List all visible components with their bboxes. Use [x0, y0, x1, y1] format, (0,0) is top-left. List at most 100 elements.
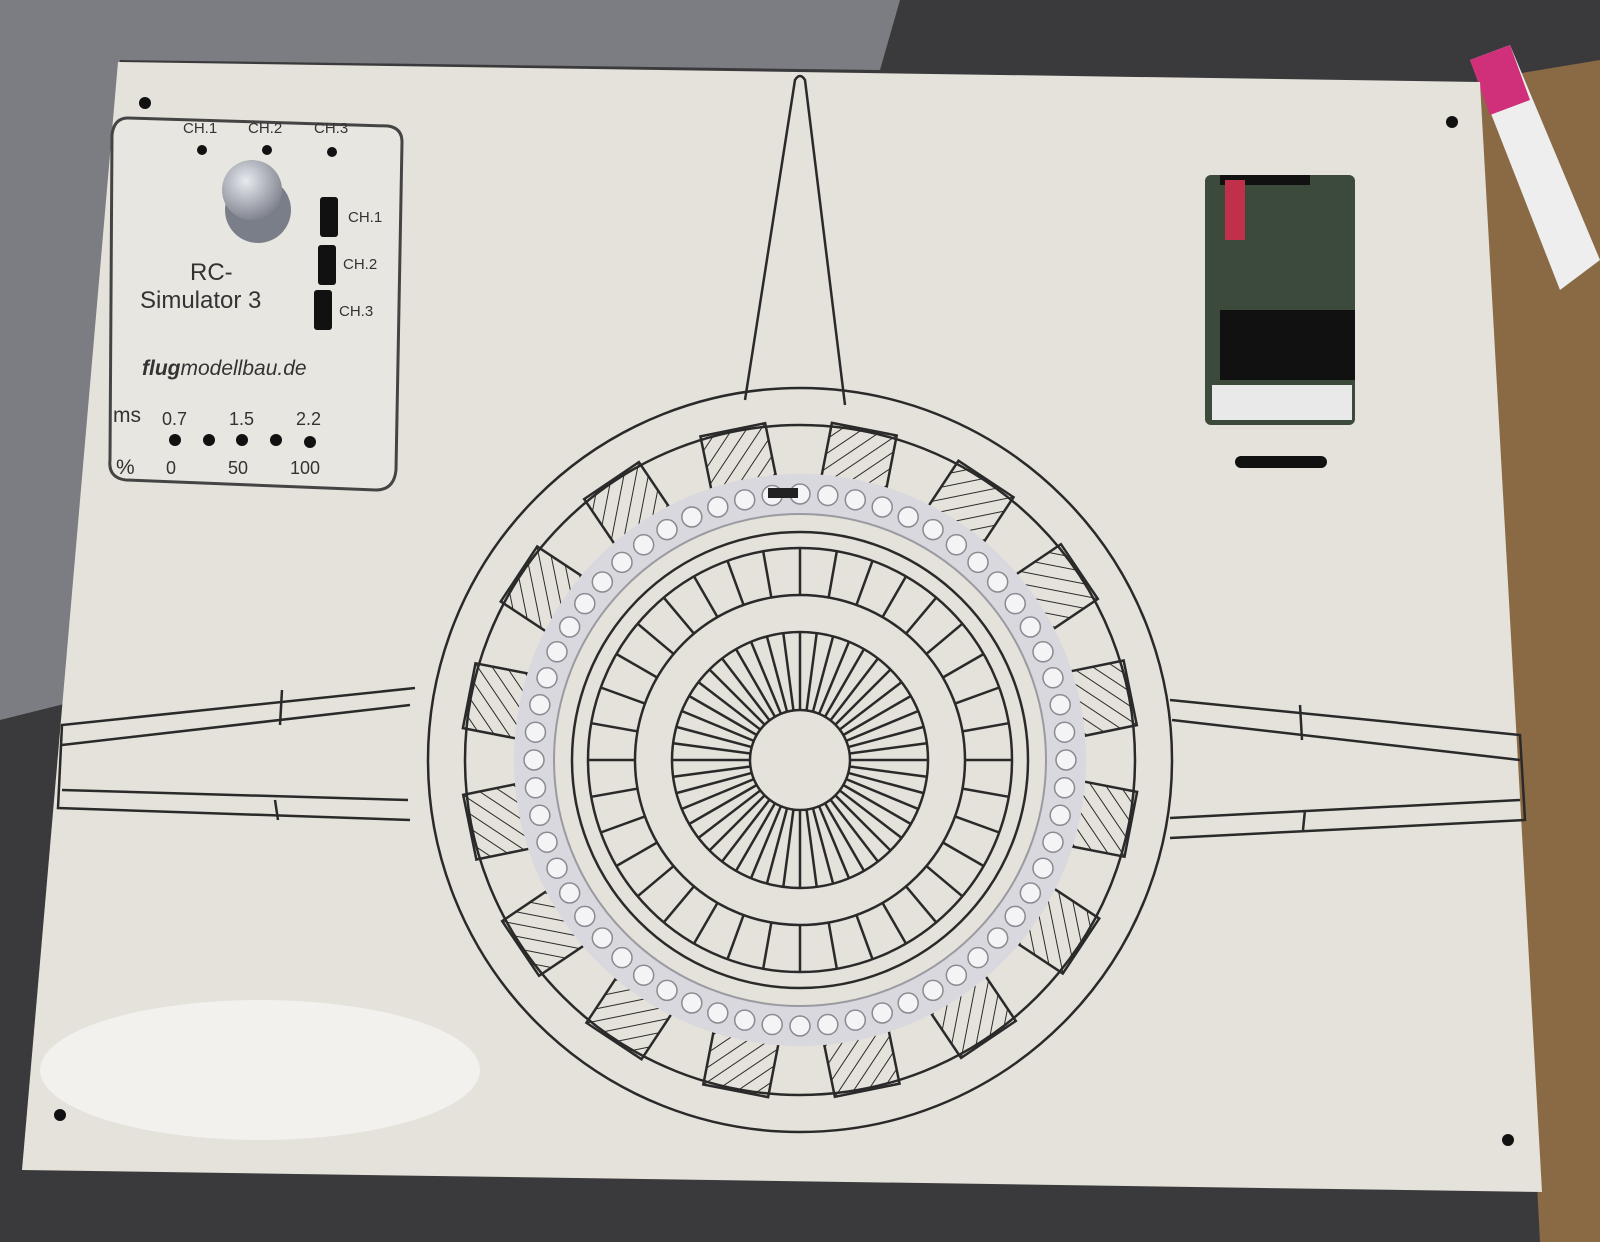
spoke-line: [749, 641, 783, 715]
led: [1053, 777, 1076, 799]
tick-line: [692, 575, 719, 618]
led: [574, 592, 596, 615]
gauge-ticks: [588, 548, 1012, 972]
percent-value-3: 100: [290, 458, 320, 478]
right-wing: [1169, 698, 1527, 840]
led: [1019, 882, 1042, 904]
tick-line: [881, 902, 908, 945]
tick-line: [954, 815, 1000, 834]
control-panel: CH.1 CH.2 CH.3 CH.1 CH.2 CH.3 RC- Simula…: [108, 116, 404, 492]
left-wing: [56, 686, 416, 822]
spoke-line: [681, 709, 755, 743]
led: [817, 1013, 839, 1036]
led: [529, 693, 551, 716]
led: [524, 777, 547, 799]
spoke-line: [749, 805, 783, 879]
spoke-line: [721, 657, 771, 722]
led: [897, 992, 919, 1014]
tick-line: [855, 560, 874, 606]
ms-value-3: 2.2: [296, 409, 321, 429]
led: [656, 518, 678, 541]
tick-line: [726, 560, 745, 606]
spoke-line: [697, 789, 762, 839]
led: [1055, 749, 1077, 771]
spoke-line: [838, 681, 903, 731]
outer-ring: [426, 386, 1174, 1134]
spoke-line: [817, 805, 851, 879]
spoke-line: [823, 648, 866, 718]
led: [761, 1013, 783, 1036]
led: [558, 616, 581, 638]
percent-label: %: [116, 456, 135, 479]
tick-line: [881, 575, 908, 618]
spoke-line: [805, 632, 818, 711]
tick-line: [855, 914, 874, 960]
led: [844, 1009, 867, 1031]
led: [546, 641, 568, 663]
servo-slot-1: [320, 197, 338, 237]
tick-line: [636, 622, 675, 655]
led: [574, 905, 596, 928]
led: [1042, 831, 1064, 853]
led: [1032, 641, 1054, 663]
led: [632, 534, 655, 556]
ms-label: ms: [113, 404, 141, 427]
led: [707, 496, 729, 518]
receiver-slot: [1235, 456, 1327, 468]
control-knob[interactable]: [222, 160, 291, 243]
title-line-1: RC-: [190, 259, 233, 286]
inner-ring: [463, 423, 1137, 1097]
spoke-line: [842, 694, 912, 737]
led: [523, 749, 545, 771]
led: [707, 1002, 729, 1024]
percent-value-1: 0: [166, 458, 176, 478]
top-channel-label-1: CH.1: [183, 120, 217, 137]
tick-line: [827, 551, 839, 598]
led: [897, 506, 919, 528]
mounting-holes: [54, 97, 1514, 1146]
led: [922, 979, 944, 1002]
spoke-line: [838, 789, 903, 839]
led: [1053, 721, 1076, 743]
led: [546, 857, 568, 879]
channel-led-holes: [197, 145, 337, 157]
ms-value-2: 1.5: [229, 409, 254, 429]
tick-line: [615, 652, 658, 679]
led: [871, 496, 893, 518]
spoke-line: [811, 807, 835, 884]
side-channel-label-3: CH.3: [339, 303, 373, 320]
gauge-outer: [570, 530, 1030, 990]
spoke-line: [829, 657, 879, 722]
led: [611, 946, 633, 969]
tick-line: [962, 721, 1009, 733]
servo-slot-3: [314, 290, 332, 330]
led: [536, 667, 558, 689]
led: [945, 534, 968, 556]
led: [733, 1009, 756, 1031]
led: [1004, 592, 1026, 615]
cardboard: [1480, 60, 1600, 1242]
led-connector: [768, 488, 798, 498]
spoke-line: [817, 641, 851, 715]
led-ring: [514, 474, 1086, 1046]
tick-line: [925, 865, 964, 898]
spoke-line: [845, 709, 919, 743]
led: [1032, 857, 1054, 879]
aircraft-outline: [56, 74, 1527, 1134]
spoke-line: [765, 807, 789, 884]
spoke-line: [834, 794, 892, 852]
ms-value-1: 0.7: [162, 409, 187, 429]
glare: [40, 1000, 480, 1140]
led: [558, 882, 581, 904]
spoke-line: [847, 771, 924, 795]
led: [986, 571, 1009, 593]
simulator-board: [22, 62, 1542, 1192]
side-channel-label-2: CH.2: [343, 256, 377, 273]
led: [536, 831, 558, 853]
spoke-line: [721, 798, 771, 863]
tick-line: [591, 787, 638, 799]
led: [681, 506, 703, 528]
tick-line: [761, 551, 773, 598]
led: [871, 1002, 893, 1024]
